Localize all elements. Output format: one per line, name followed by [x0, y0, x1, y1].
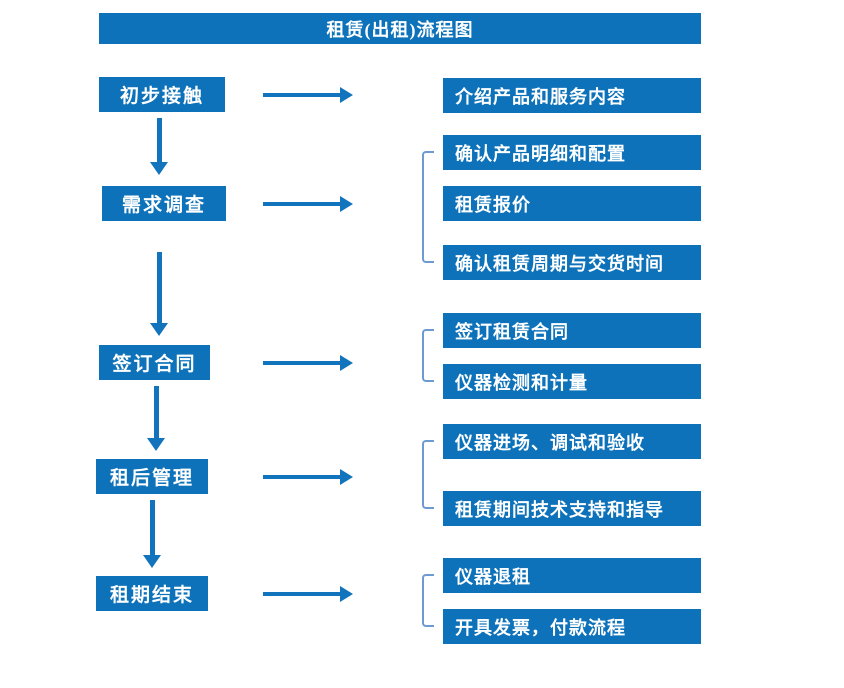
- down-arrow-head-icon: [150, 162, 168, 175]
- right-arrow-3: [263, 355, 353, 371]
- right-arrow-head-icon: [340, 586, 353, 602]
- detail-box-confirm-product-config: 确认产品明细和配置: [443, 135, 701, 170]
- right-arrow-shaft: [263, 475, 340, 479]
- right-arrow-shaft: [263, 361, 340, 365]
- detail-box-instrument-return: 仪器退租: [443, 558, 701, 593]
- bracket-lease-end-group: [422, 574, 434, 627]
- detail-box-invoice-payment: 开具发票，付款流程: [443, 609, 701, 644]
- detail-box-sign-rental-contract: 签订租赁合同: [443, 313, 701, 348]
- right-arrow-shaft: [263, 202, 340, 206]
- stage-box-post-rental-management: 租后管理: [96, 459, 208, 494]
- right-arrow-1: [263, 87, 353, 103]
- detail-box-confirm-period-delivery: 确认租赁周期与交货时间: [443, 245, 701, 280]
- bracket-sign-contract-group: [422, 329, 434, 382]
- down-arrow-shaft: [149, 500, 155, 555]
- right-arrow-head-icon: [340, 355, 353, 371]
- detail-box-instrument-testing: 仪器检测和计量: [443, 364, 701, 399]
- right-arrow-shaft: [263, 93, 340, 97]
- right-arrow-head-icon: [340, 87, 353, 103]
- down-arrow-shaft: [156, 252, 162, 323]
- stage-box-demand-survey: 需求调查: [102, 186, 226, 221]
- down-arrow-2: [150, 252, 168, 336]
- down-arrow-head-icon: [147, 438, 165, 451]
- detail-box-rental-quotation: 租赁报价: [443, 186, 701, 221]
- down-arrow-head-icon: [143, 555, 161, 568]
- right-arrow-head-icon: [340, 196, 353, 212]
- stage-box-initial-contact: 初步接触: [99, 77, 225, 112]
- flowchart-title: 租赁(出租)流程图: [99, 13, 701, 44]
- detail-box-instrument-setup-acceptance: 仪器进场、调试和验收: [443, 424, 701, 459]
- right-arrow-shaft: [263, 592, 340, 596]
- right-arrow-5: [263, 586, 353, 602]
- stage-box-lease-end: 租期结束: [96, 576, 208, 611]
- down-arrow-shaft: [153, 386, 159, 438]
- down-arrow-shaft: [156, 118, 162, 162]
- right-arrow-2: [263, 196, 353, 212]
- down-arrow-head-icon: [150, 323, 168, 336]
- bracket-post-rental-group: [422, 440, 434, 509]
- down-arrow-1: [150, 118, 168, 175]
- down-arrow-3: [147, 386, 165, 451]
- stage-box-sign-contract: 签订合同: [99, 345, 210, 380]
- right-arrow-head-icon: [340, 469, 353, 485]
- detail-box-technical-support: 租赁期间技术支持和指导: [443, 491, 701, 526]
- detail-box-introduce-products: 介绍产品和服务内容: [443, 78, 701, 113]
- bracket-demand-survey-group: [422, 151, 434, 263]
- down-arrow-4: [143, 500, 161, 568]
- right-arrow-4: [263, 469, 353, 485]
